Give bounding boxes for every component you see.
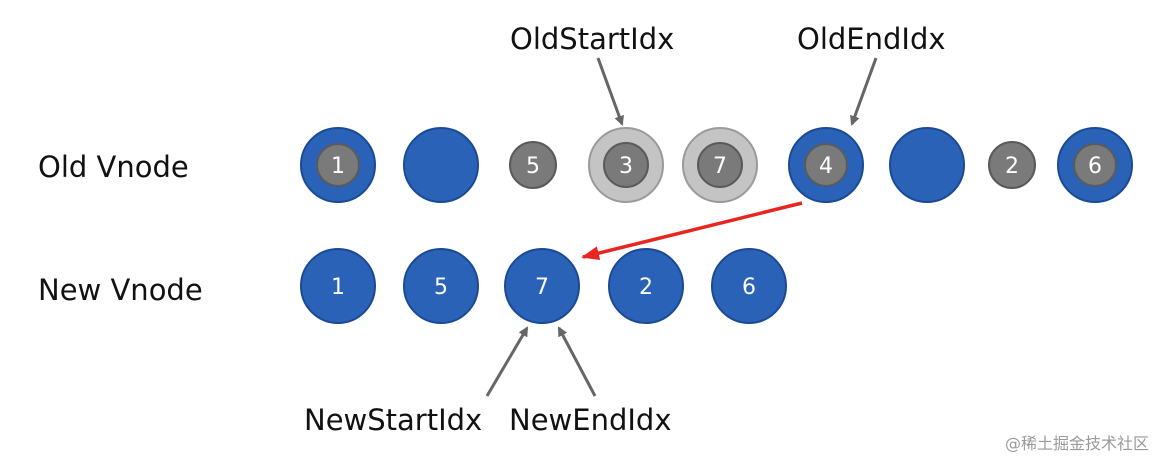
new-node-key: 1 <box>331 275 345 300</box>
old-node-inner <box>988 141 1036 189</box>
old-node-key: 2 <box>1005 154 1019 179</box>
old-node-inner <box>697 142 743 188</box>
new-vnode-node: 1 <box>300 248 376 324</box>
new-vnode-node: 6 <box>711 248 787 324</box>
new-node-key: 2 <box>639 275 653 300</box>
watermark: @稀土掘金技术社区 <box>1004 434 1149 453</box>
old-vnode-node: 4 <box>788 127 864 203</box>
old-vnode-node <box>889 127 965 203</box>
old-vnode-node: 2 <box>988 141 1036 189</box>
old-node-inner <box>603 142 649 188</box>
old-node-inner <box>804 143 848 187</box>
old-node-inner <box>316 143 360 187</box>
new-node-key: 5 <box>434 275 448 300</box>
new-vnode-node: 2 <box>608 248 684 324</box>
old-node-key: 5 <box>526 154 540 179</box>
old-end-idx-arrow <box>850 57 878 126</box>
old-vnode-label: Old Vnode <box>38 150 189 184</box>
new-start-idx-arrow <box>485 326 529 397</box>
new-node-circle <box>711 248 787 324</box>
new-vnode-node: 7 <box>504 248 580 324</box>
old-vnode-node: 5 <box>509 141 557 189</box>
old-start-idx-label: OldStartIdx <box>510 22 675 56</box>
new-node-key: 6 <box>742 275 756 300</box>
old-vnode-node: 7 <box>682 127 758 203</box>
new-vnode-label: New Vnode <box>38 273 203 307</box>
new-vnode-node: 5 <box>403 248 479 324</box>
old-node-outer <box>889 127 965 203</box>
old-node-key: 4 <box>819 154 833 179</box>
old-vnode-row: 1 5 3 7 4 2 6 <box>300 127 1133 203</box>
old-end-idx-label: OldEndIdx <box>797 22 946 56</box>
move-arrow <box>581 201 803 260</box>
old-vnode-node: 3 <box>588 127 664 203</box>
old-node-key: 6 <box>1088 154 1102 179</box>
old-node-key: 3 <box>619 154 633 179</box>
new-node-circle <box>403 248 479 324</box>
old-node-inner <box>1073 143 1117 187</box>
new-node-key: 7 <box>535 275 549 300</box>
old-vnode-node <box>403 127 479 203</box>
old-start-idx-arrow <box>596 57 624 126</box>
new-start-idx-label: NewStartIdx <box>304 403 483 437</box>
pointer-arrows <box>485 57 878 397</box>
new-end-idx-label: NewEndIdx <box>509 403 672 437</box>
old-vnode-node: 1 <box>300 127 376 203</box>
old-node-outer <box>403 127 479 203</box>
new-node-circle <box>504 248 580 324</box>
new-vnode-row: 1 5 7 2 6 <box>300 248 787 324</box>
old-node-key: 7 <box>713 154 727 179</box>
new-end-idx-arrow <box>557 326 597 397</box>
old-vnode-node: 6 <box>1057 127 1133 203</box>
new-node-circle <box>608 248 684 324</box>
old-node-inner <box>509 141 557 189</box>
old-node-key: 1 <box>331 154 345 179</box>
new-node-circle <box>300 248 376 324</box>
